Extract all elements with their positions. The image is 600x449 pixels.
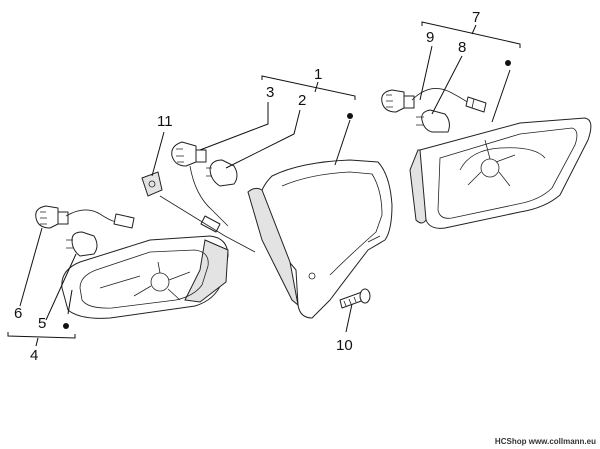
assembly-dots xyxy=(63,60,511,329)
callout-4: 4 xyxy=(30,347,38,364)
left-lamp-lens xyxy=(61,235,229,319)
callout-2: 2 xyxy=(298,92,306,109)
center-bulb-socket xyxy=(171,141,229,233)
watermark: HCShop www.collmann.eu xyxy=(495,437,596,446)
left-bulb xyxy=(66,231,98,257)
leader-lines xyxy=(7,21,521,347)
right-lamp-lens xyxy=(409,117,592,229)
screw xyxy=(339,288,371,309)
callout-1: 1 xyxy=(314,66,322,83)
center-bulb xyxy=(206,159,238,187)
callout-6: 6 xyxy=(14,305,22,322)
center-wire xyxy=(159,195,256,253)
callout-11: 11 xyxy=(157,113,173,130)
right-bulb-socket xyxy=(381,89,415,113)
callout-10: 10 xyxy=(336,337,353,354)
watermark-brand: HCShop xyxy=(494,437,527,446)
callout-5: 5 xyxy=(38,315,46,332)
center-bracket xyxy=(247,159,393,319)
watermark-site: www.collmann.eu xyxy=(528,437,596,446)
callout-8: 8 xyxy=(458,39,466,56)
right-bulb xyxy=(416,109,450,133)
left-bulb-socket xyxy=(35,205,135,229)
right-wire-harness xyxy=(411,88,487,113)
callout-7: 7 xyxy=(472,9,480,26)
callout-3: 3 xyxy=(266,84,274,101)
callout-9: 9 xyxy=(426,29,434,46)
